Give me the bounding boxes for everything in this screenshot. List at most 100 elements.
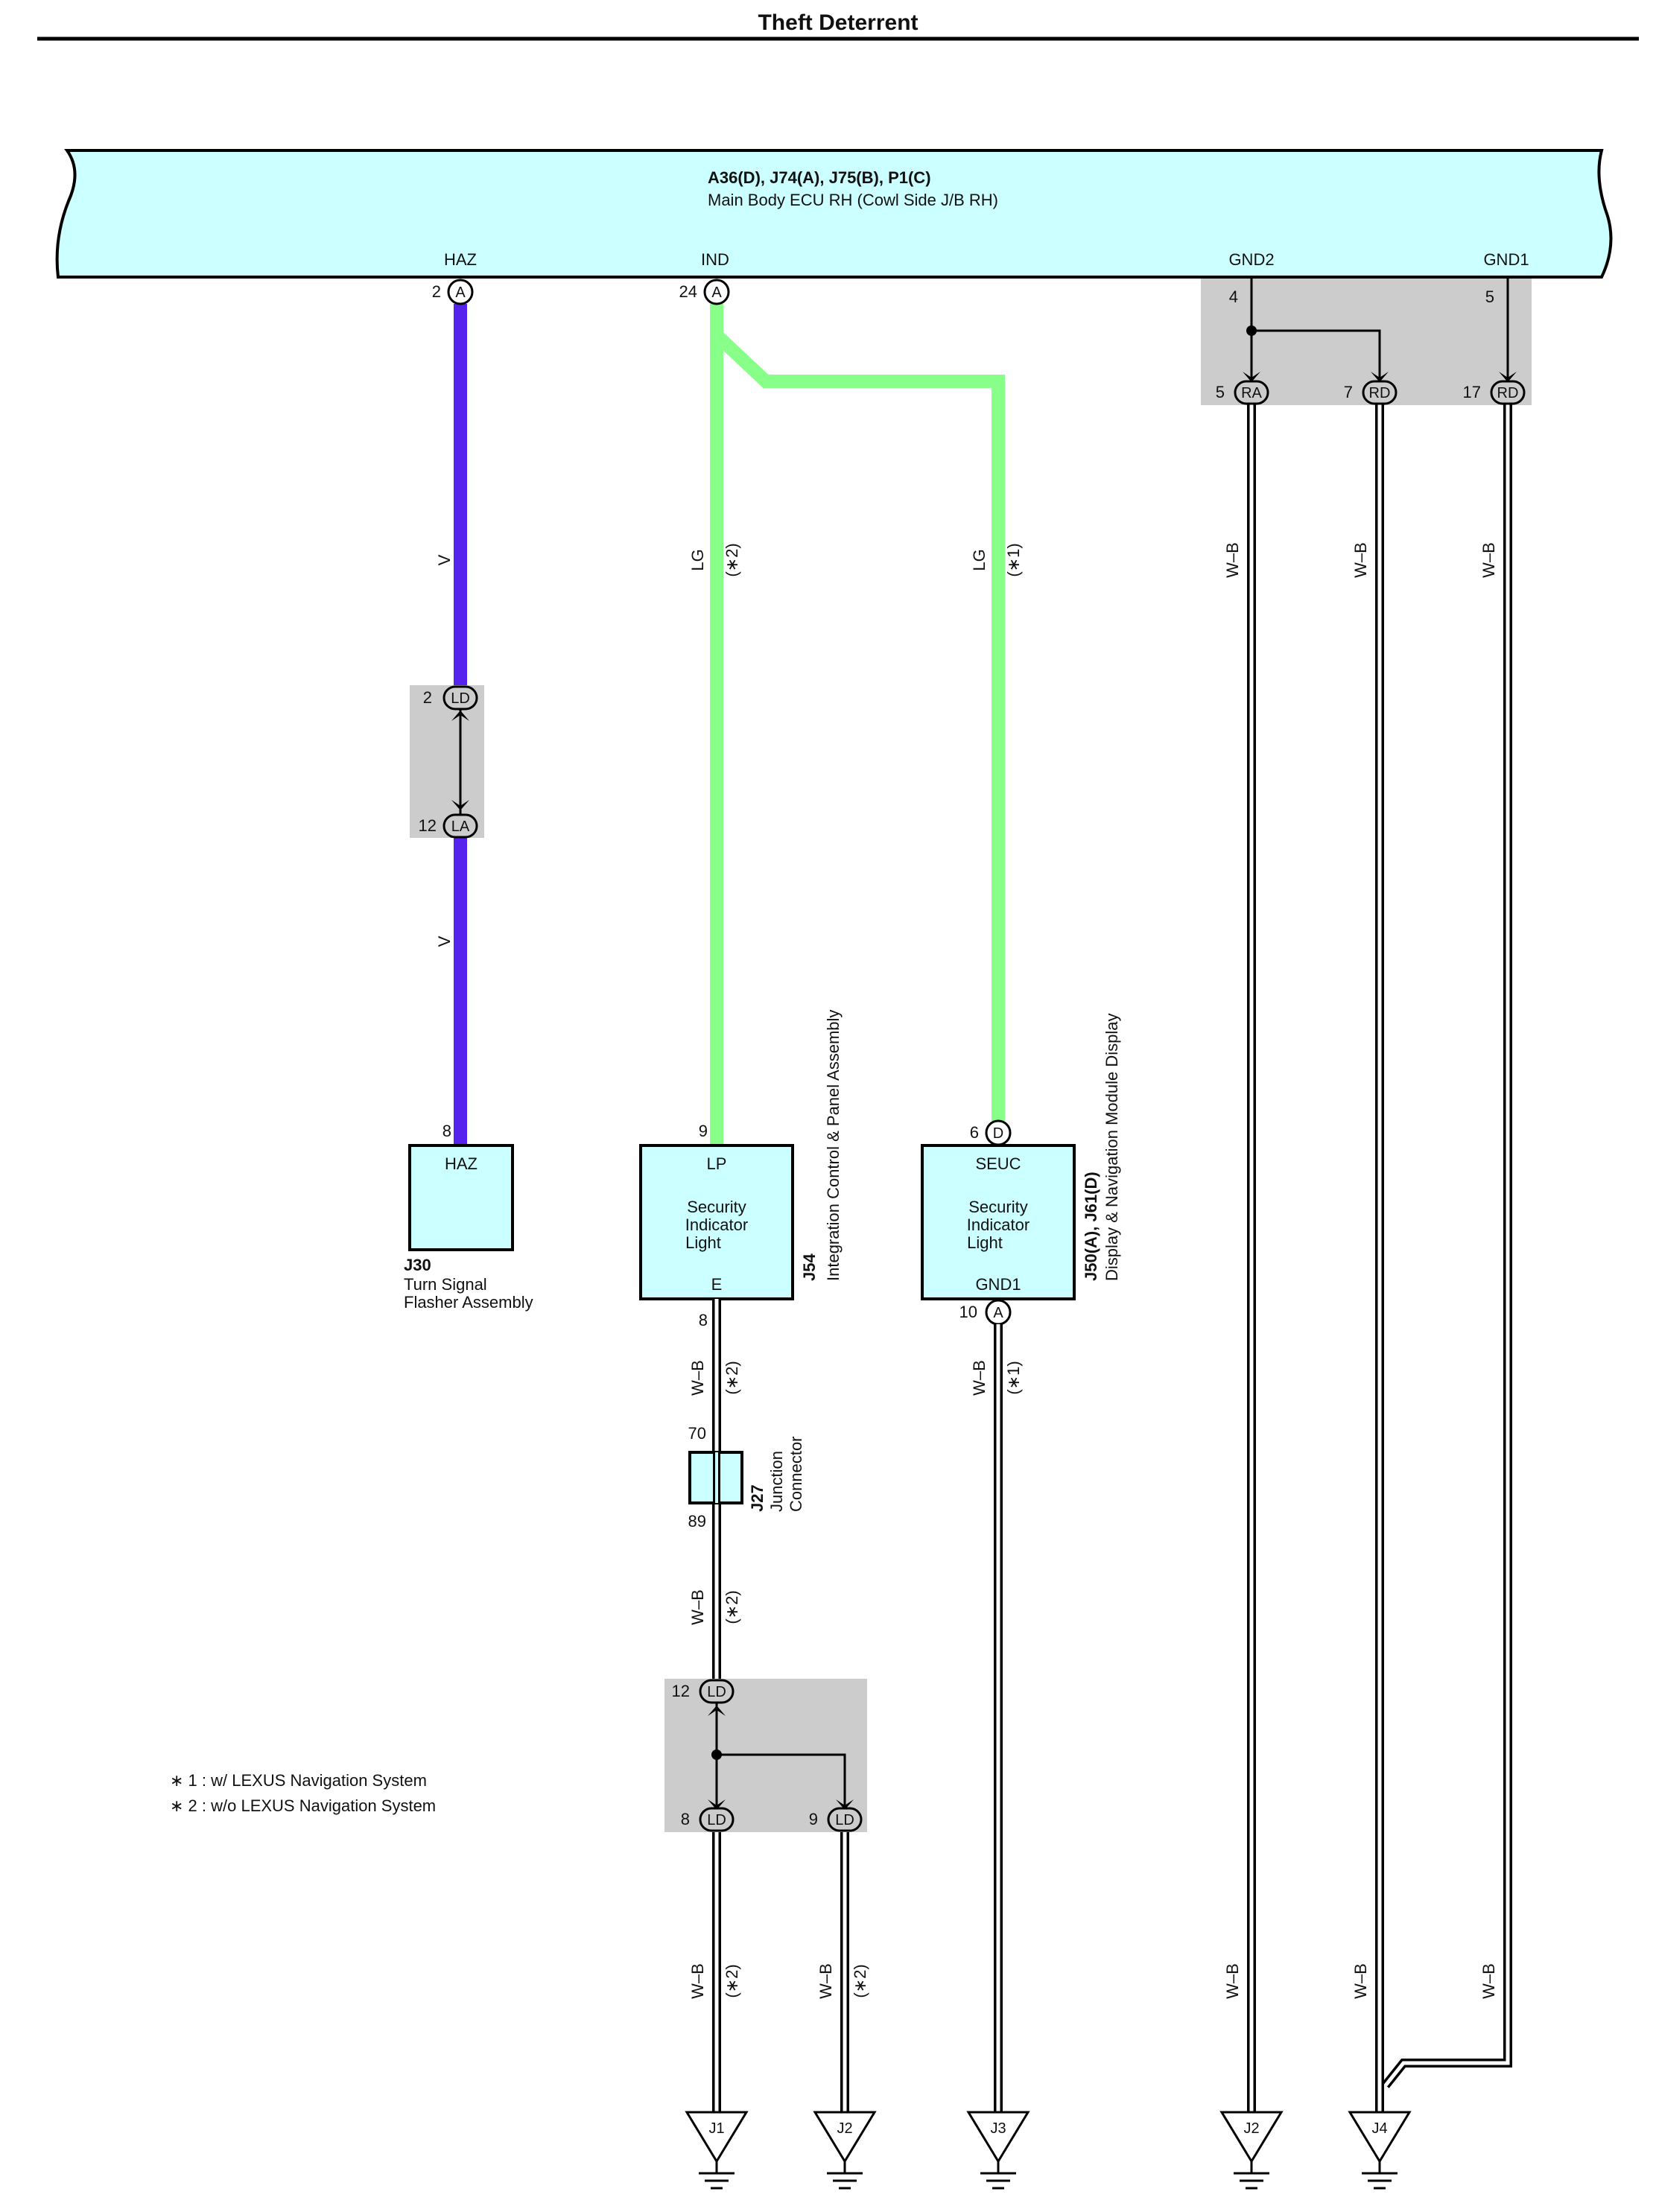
j30-pin: 8 (442, 1122, 451, 1140)
lg-wire-j50 (711, 330, 1005, 1121)
bottom-branch-line (717, 1753, 846, 1808)
j50-pin-top: 6 (970, 1123, 979, 1142)
j54-terminal-bottom: E (711, 1275, 723, 1294)
j50-terminal-top: SEUC (975, 1154, 1021, 1173)
j50-bottom-conn-code: A (993, 1305, 1003, 1321)
j27-pin-bottom: 89 (688, 1512, 706, 1531)
ground-j1-label: J1 (708, 2120, 724, 2137)
j54-text-3: Light (685, 1233, 721, 1252)
ecu-terminal-haz: HAZ (444, 250, 477, 269)
connector-la (442, 813, 478, 839)
wire-label-wb-10: W–B (1351, 1963, 1370, 1999)
j50-top-connector (985, 1119, 1012, 1146)
wb-wire-j4-b-core (1384, 402, 1510, 2087)
connector-ra-code: RA (1241, 385, 1262, 401)
wire-label-v-1: V (435, 554, 454, 565)
connector-ld-9-code: LD (835, 1812, 854, 1828)
ecu-pin-gnd2-number: 4 (1229, 287, 1238, 306)
j54-code: J54 (800, 1253, 819, 1281)
j30-code: J30 (404, 1256, 431, 1274)
j50-top-conn-code: D (993, 1125, 1003, 1142)
ground-j2-right: J2 (1219, 2111, 1284, 2190)
j27-pin-top: 70 (688, 1424, 706, 1443)
ecu-pin-ind-connector (703, 279, 730, 305)
wire-label-wb-3: W–B (688, 1963, 707, 1999)
wire-note-2-lg: (∗2) (723, 543, 741, 576)
j54-text-1: Security (687, 1198, 746, 1216)
connector-ra-pin: 5 (1216, 383, 1225, 401)
ecu-terminal-gnd2: GND2 (1228, 250, 1274, 269)
connector-ld-8-pin: 8 (681, 1810, 690, 1828)
j30-name-2: Flasher Assembly (404, 1293, 533, 1312)
wire-note-1-wb: (∗1) (1004, 1361, 1023, 1394)
wire-label-lg-1: LG (688, 549, 707, 571)
ground-j2-left-label: J2 (837, 2120, 852, 2137)
ground-j2-right-label: J2 (1243, 2120, 1259, 2137)
connector-rd-17 (1490, 380, 1526, 405)
wire-note-2-wb-4: (∗2) (851, 1964, 869, 1998)
j54-terminal-top: LP (707, 1154, 727, 1173)
j54-pin-top: 9 (699, 1122, 708, 1140)
connector-rd-7 (1362, 380, 1398, 405)
wire-label-wb-4: W–B (816, 1963, 835, 1999)
component-j50 (921, 1144, 1076, 1300)
j27-name-2: Connector (787, 1436, 805, 1512)
j27-code: J27 (748, 1484, 767, 1512)
ground-j4-label: J4 (1371, 2120, 1387, 2137)
ecu-terminal-ind: IND (701, 250, 729, 269)
ecu-pin-ind-number: 24 (679, 282, 697, 301)
connector-ld-8-code: LD (707, 1812, 726, 1828)
wire-label-lg-2: LG (970, 549, 989, 571)
note-1: ∗ 1 : w/ LEXUS Navigation System (170, 1771, 427, 1790)
wire-note-1-lg: (∗1) (1004, 543, 1023, 576)
wb-wire-j4-b (1382, 402, 1512, 2088)
j54-pin-bottom: 8 (699, 1311, 708, 1329)
connector-ld-12-code: LD (707, 1684, 726, 1700)
j54-text-2: Indicator (685, 1215, 748, 1234)
j30-terminal: HAZ (445, 1154, 478, 1173)
j27-name-1: Junction (767, 1451, 786, 1512)
ecu-pin-haz-conn-code: A (455, 285, 466, 301)
j50-text-3: Light (967, 1233, 1003, 1252)
connector-la-code: LA (451, 819, 470, 835)
connector-ld-9 (827, 1807, 863, 1832)
ecu-pin-gnd1-number: 5 (1485, 287, 1494, 306)
wire-label-wb-1: W–B (688, 1360, 707, 1396)
connector-rd-7-pin: 7 (1344, 383, 1353, 401)
wire-label-wb-9: W–B (1223, 1963, 1242, 1999)
ground-j3: J3 (966, 2111, 1030, 2190)
ecu-body (55, 149, 1613, 279)
connector-rd-7-code: RD (1369, 385, 1391, 401)
pin-ld-2: 2 (423, 688, 432, 707)
ecu-name: Main Body ECU RH (Cowl Side J/B RH) (708, 191, 998, 209)
page-title: Theft Deterrent (758, 10, 918, 35)
wire-note-2-wb-3: (∗2) (723, 1964, 741, 1998)
wire-label-wb-5: W–B (970, 1360, 989, 1396)
wire-label-wb-7: W–B (1351, 542, 1370, 578)
wire-label-wb-11: W–B (1479, 1963, 1498, 1999)
wire-label-wb-8: W–B (1479, 542, 1498, 578)
junction-box-ld-la (410, 685, 484, 838)
j50-text-2: Indicator (967, 1215, 1030, 1234)
component-j54 (639, 1144, 794, 1300)
ground-j3-label: J3 (990, 2120, 1006, 2137)
gnd2-splice-dot (1246, 325, 1257, 336)
wire-note-2-wb-1: (∗2) (723, 1361, 741, 1394)
connector-rd-17-code: RD (1497, 385, 1519, 401)
ecu-code: A36(D), J74(A), J75(B), P1(C) (708, 168, 931, 187)
note-2: ∗ 2 : w/o LEXUS Navigation System (170, 1796, 436, 1815)
j50-text-1: Security (968, 1198, 1027, 1216)
j54-name: Integration Control & Panel Assembly (824, 1010, 843, 1281)
ground-j4: J4 (1348, 2111, 1412, 2190)
j50-pin-bottom: 10 (959, 1303, 977, 1321)
j30-name-1: Turn Signal (404, 1275, 487, 1294)
wire-label-wb-2: W–B (688, 1589, 707, 1625)
ecu-pin-ind-conn-code: A (711, 285, 722, 301)
wire-label-wb-6: W–B (1223, 542, 1242, 578)
connector-ld-9-pin: 9 (809, 1810, 818, 1828)
connector-ld-12-pin: 12 (672, 1682, 690, 1700)
component-j30 (408, 1144, 514, 1251)
j50-name: Display & Navigation Module Display (1103, 1014, 1121, 1282)
wire-note-2-wb-2: (∗2) (723, 1590, 741, 1624)
